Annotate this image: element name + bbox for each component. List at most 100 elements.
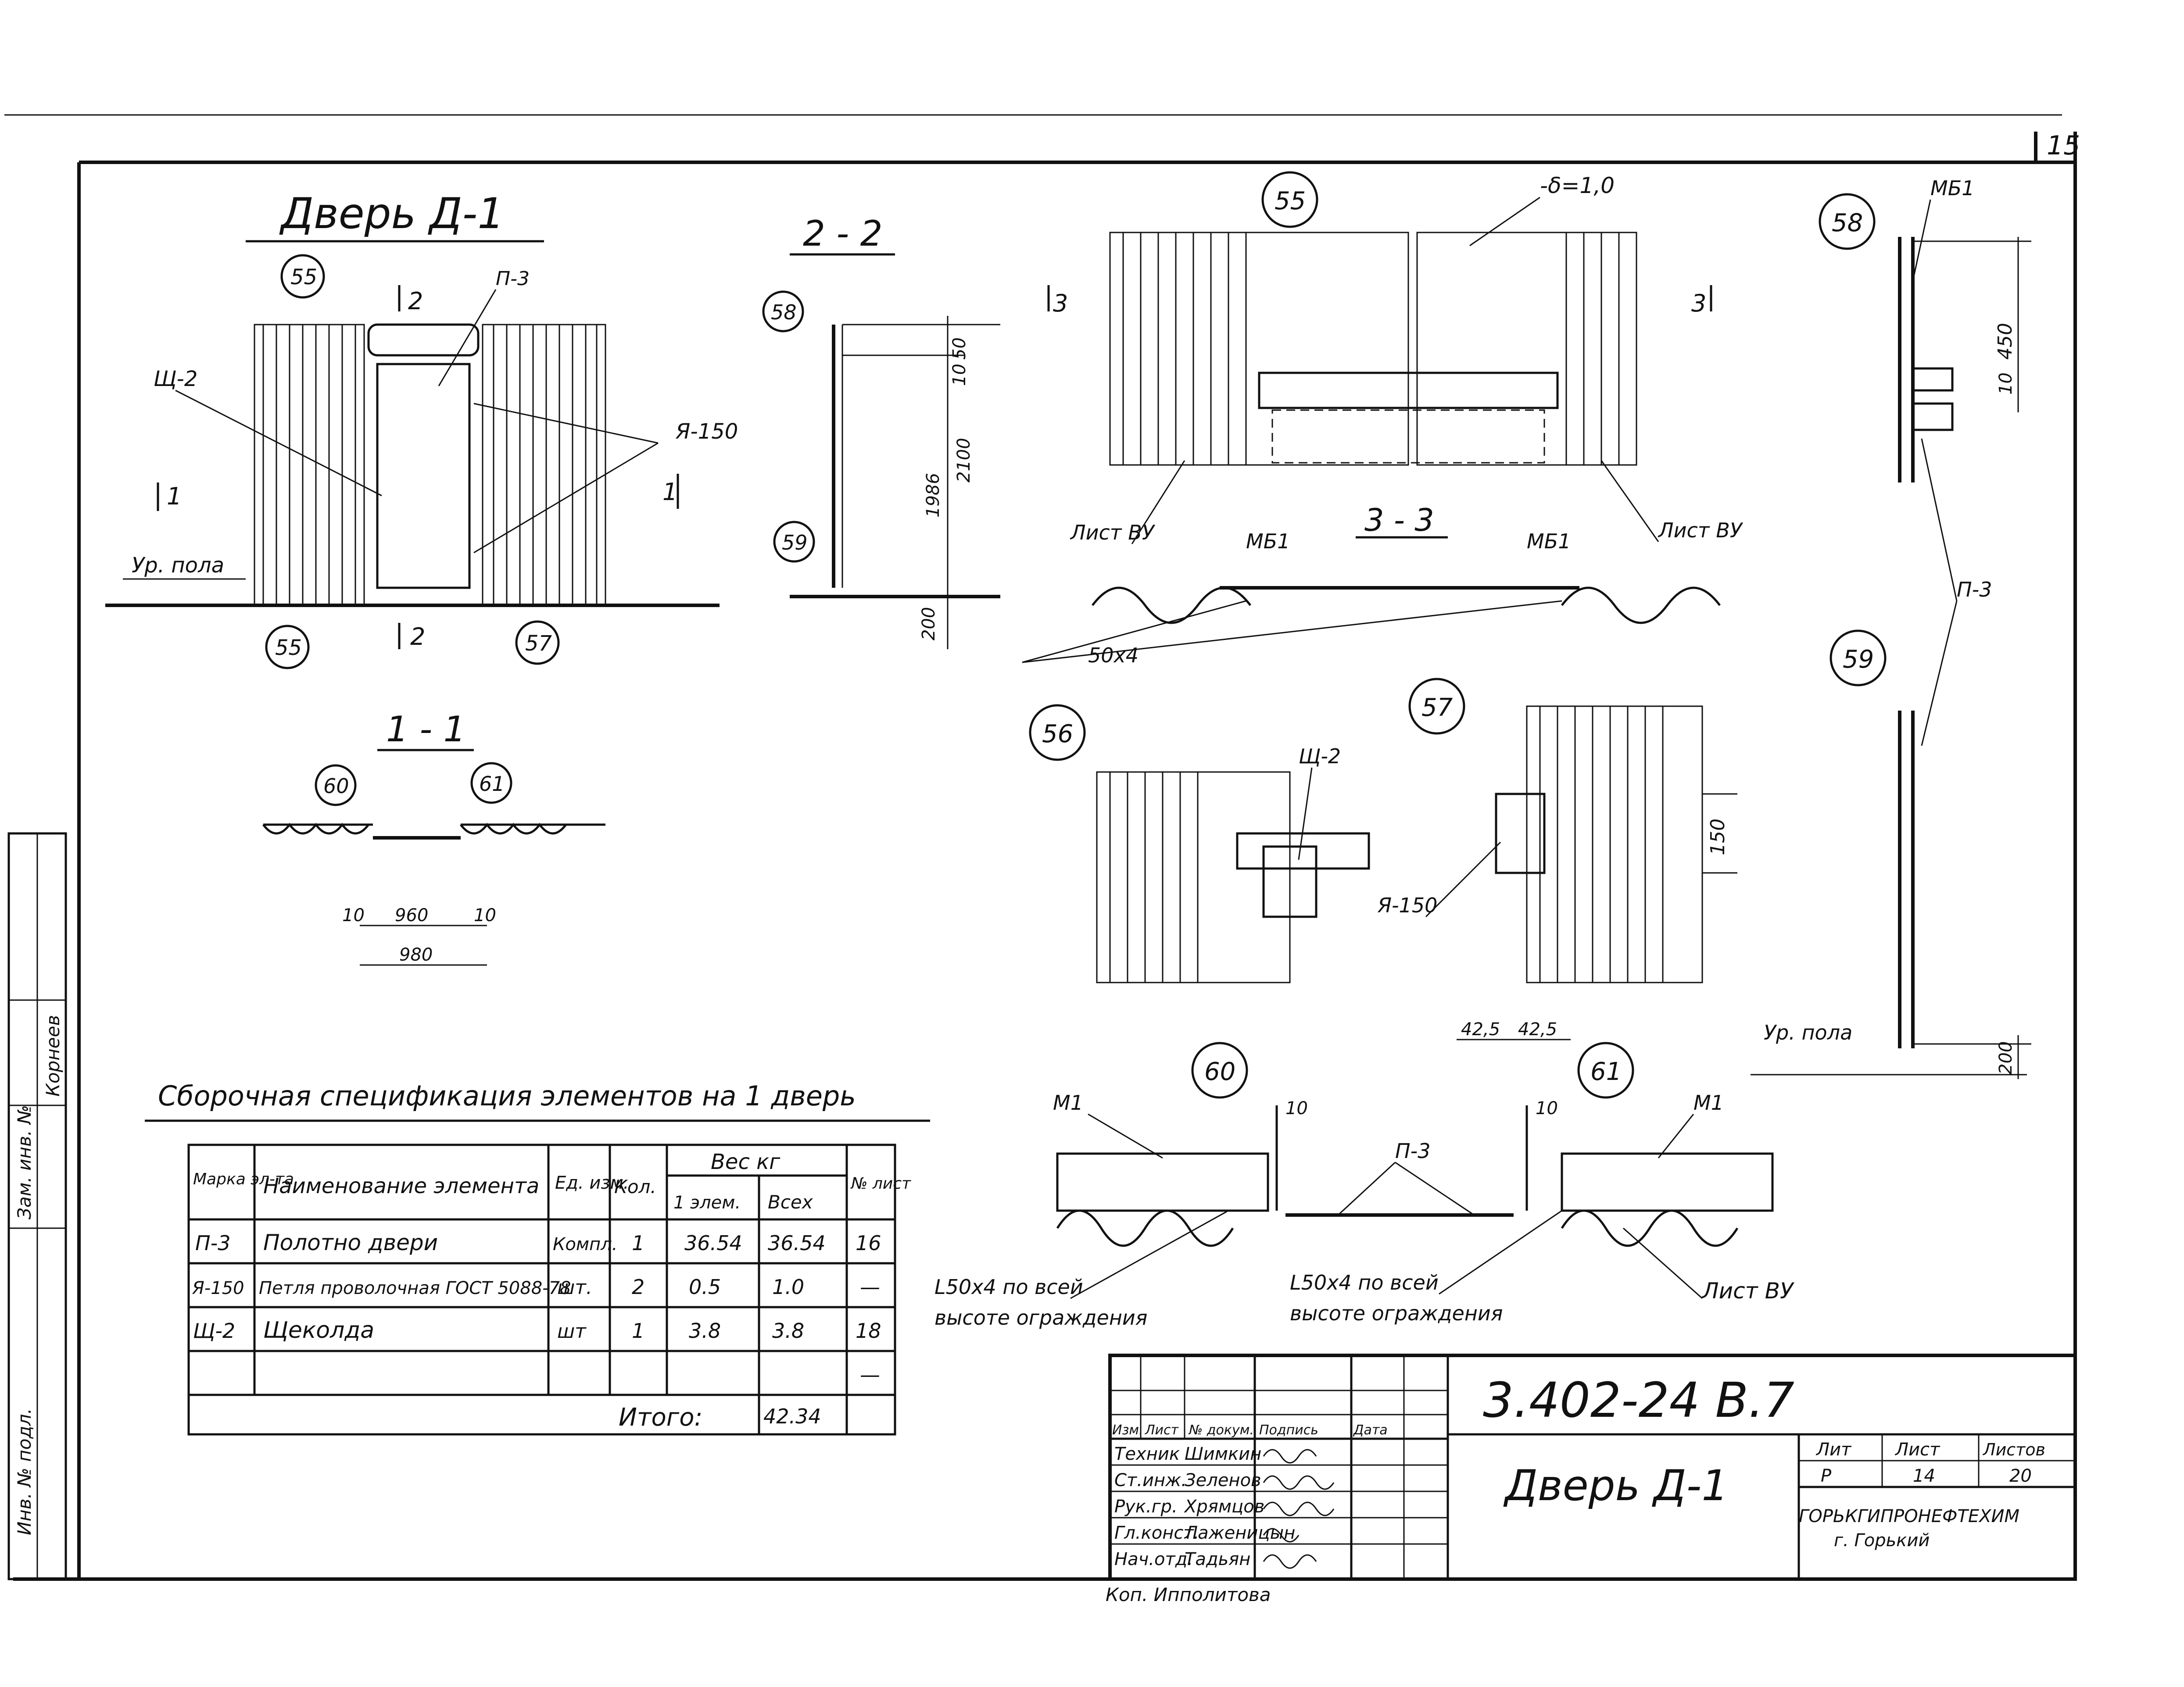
dim-960: 960 bbox=[395, 905, 428, 926]
tb-sheet: 14 bbox=[1913, 1466, 1935, 1486]
spec-total-value: 42.34 bbox=[763, 1405, 821, 1428]
view-node-60-61: 60 61 М1 М1 10 10 П-3 L50х4 по всей высо… bbox=[934, 1042, 1795, 1330]
view-section-2-2: 2 - 2 50 10 1986 2100 200 58 59 bbox=[762, 213, 1000, 649]
tb-person: Лаженицын bbox=[1184, 1523, 1295, 1543]
spec-row-sheet: — bbox=[860, 1363, 880, 1387]
spec-row-total: 1.0 bbox=[772, 1275, 804, 1299]
spec-row-unit: Компл. bbox=[553, 1234, 617, 1255]
spec-header-name: Наименование элемента bbox=[263, 1174, 539, 1198]
spec-row: — bbox=[860, 1363, 880, 1387]
callout-61-detail: 61 bbox=[1590, 1058, 1622, 1086]
spec-row-total: 36.54 bbox=[768, 1231, 826, 1255]
spec-row: Щ-2 Щеколда шт 1 3.8 3.8 18 bbox=[193, 1317, 881, 1344]
margin-line-3: Корнеев bbox=[42, 1015, 64, 1097]
dim-150: 150 bbox=[1707, 818, 1729, 855]
callout-58: 58 bbox=[771, 300, 797, 324]
callout-57: 57 bbox=[525, 631, 552, 656]
dim-425-right: 42,5 bbox=[1518, 1019, 1557, 1040]
callout-55-bottom: 55 bbox=[275, 636, 302, 660]
spec-row-name: Петля проволочная ГОСТ 5088-78 bbox=[259, 1278, 571, 1298]
label-floor-node59: Ур. пола bbox=[1764, 1021, 1852, 1044]
callout-59-detail: 59 bbox=[1843, 645, 1874, 674]
spec-row-qty: 2 bbox=[632, 1275, 644, 1299]
spec-row-qty: 1 bbox=[632, 1319, 644, 1343]
label-angle-50x4: 50х4 bbox=[1088, 643, 1139, 667]
sec-mark-2-top: 2 bbox=[408, 287, 423, 315]
section-2-2-title: 2 - 2 bbox=[803, 213, 883, 254]
tb-sheets-label: Листов bbox=[1982, 1440, 2045, 1459]
spec-row-unit: шт bbox=[557, 1320, 587, 1343]
dim-50: 50 bbox=[949, 337, 970, 360]
label-mb1-right: МБ1 bbox=[1527, 529, 1571, 553]
spec-total-label: Итого: bbox=[619, 1403, 702, 1432]
spec-row-per: 3.8 bbox=[689, 1319, 721, 1343]
label-mb1-node58: МБ1 bbox=[1930, 176, 1975, 200]
view-node-55: 55 -δ=1,0 3 3 3 - 3 Лист ВУ Лист ВУ МБ1 … bbox=[1022, 171, 1744, 667]
tb-person: Хрямцов bbox=[1184, 1497, 1264, 1517]
label-ya150: Я-150 bbox=[675, 419, 738, 444]
dim-200-node59: 200 bbox=[1996, 1041, 2016, 1075]
callout-58-detail: 58 bbox=[1832, 209, 1863, 237]
label-p3-node60: П-3 bbox=[1395, 1139, 1430, 1163]
spec-header-total: Всех bbox=[768, 1191, 813, 1213]
label-p3-node: П-3 bbox=[1957, 578, 1992, 601]
title-block: Изм. Лист № докум. Подпись Дата Техник Ш… bbox=[1106, 1354, 2077, 1605]
tb-head-doc: № докум. bbox=[1188, 1423, 1254, 1438]
door-view-title: Дверь Д-1 bbox=[279, 189, 504, 238]
view-node-58-59: 58 МБ1 450 10 П-3 59 200 Ур. пола bbox=[1751, 176, 2031, 1079]
tb-role: Техник bbox=[1114, 1444, 1180, 1464]
spec-row-qty: 1 bbox=[632, 1231, 644, 1255]
sheet-number: 15 bbox=[2047, 130, 2080, 161]
margin-stamp: Инв. № подл. Зам. инв. № Корнеев bbox=[7, 832, 67, 1580]
tb-sheet-label: Лист bbox=[1894, 1440, 1941, 1460]
tb-sheets: 20 bbox=[2009, 1466, 2032, 1486]
label-floor: Ур. пола bbox=[132, 553, 224, 578]
spec-row-per: 36.54 bbox=[684, 1231, 742, 1255]
label-angle-full-right-1: L50х4 по всей bbox=[1290, 1271, 1439, 1294]
sec-mark-3-right: 3 bbox=[1691, 290, 1706, 317]
margin-line-2: Зам. инв. № bbox=[14, 1105, 35, 1219]
view-section-1-1: 1 - 1 10 960 10 980 60 61 bbox=[262, 709, 605, 966]
spec-row: П-3 Полотно двери Компл. 1 36.54 36.54 1… bbox=[195, 1230, 881, 1255]
callout-61: 61 bbox=[479, 772, 505, 796]
tb-org-2: г. Горький bbox=[1834, 1530, 1930, 1551]
label-sh2-node56: Щ-2 bbox=[1299, 744, 1341, 768]
tb-head-izm: Изм. bbox=[1112, 1423, 1143, 1438]
callout-60-detail: 60 bbox=[1204, 1058, 1235, 1086]
tb-person: Шимкин bbox=[1185, 1444, 1261, 1464]
tb-lit: Р bbox=[1821, 1466, 1832, 1486]
label-list-vu-node61: Лист ВУ bbox=[1701, 1278, 1795, 1304]
spec-header-per: 1 элем. bbox=[673, 1193, 741, 1213]
dim-10-left: 10 bbox=[342, 905, 365, 926]
label-p3: П-3 bbox=[496, 268, 530, 290]
sec-mark-2-bottom: 2 bbox=[410, 623, 425, 650]
view-node-56-57: 56 Щ-2 57 150 Я-150 42,5 42,5 bbox=[1029, 678, 1737, 1040]
tb-role: Нач.отд. bbox=[1114, 1549, 1193, 1569]
label-m1-left: М1 bbox=[1053, 1091, 1083, 1115]
spec-header-qty: Кол. bbox=[614, 1176, 656, 1197]
dim-10-right: 10 bbox=[474, 905, 496, 926]
spec-row-mark: Я-150 bbox=[192, 1278, 244, 1298]
spec-row-total: 3.8 bbox=[772, 1319, 804, 1343]
label-thickness: -δ=1,0 bbox=[1540, 173, 1615, 198]
label-ya150-node57: Я-150 bbox=[1377, 894, 1437, 917]
dim-450: 450 bbox=[1994, 323, 2016, 360]
dim-425-left: 42,5 bbox=[1461, 1019, 1500, 1040]
dim-2100: 2100 bbox=[954, 438, 974, 483]
dim-10-node58: 10 bbox=[1996, 372, 2016, 395]
callout-59: 59 bbox=[782, 531, 808, 554]
tb-org-1: ГОРЬКГИПРОНЕФТЕХИМ bbox=[1799, 1506, 2019, 1526]
spec-row-sheet: — bbox=[860, 1275, 880, 1299]
callout-55-detail: 55 bbox=[1275, 187, 1306, 215]
spec-header-mark: Марка эл-та bbox=[193, 1170, 294, 1188]
label-m1-right: М1 bbox=[1693, 1091, 1724, 1115]
dim-200: 200 bbox=[919, 607, 939, 640]
section-3-3-title: 3 - 3 bbox=[1364, 502, 1434, 538]
dim-10-node60: 10 bbox=[1285, 1098, 1308, 1119]
tb-role: Ст.инж. bbox=[1114, 1470, 1187, 1490]
section-1-1-title: 1 - 1 bbox=[386, 709, 466, 750]
tb-person: Зеленов bbox=[1185, 1470, 1261, 1490]
callout-60: 60 bbox=[323, 774, 349, 798]
margin-line-1: Инв. № подл. bbox=[14, 1408, 35, 1535]
